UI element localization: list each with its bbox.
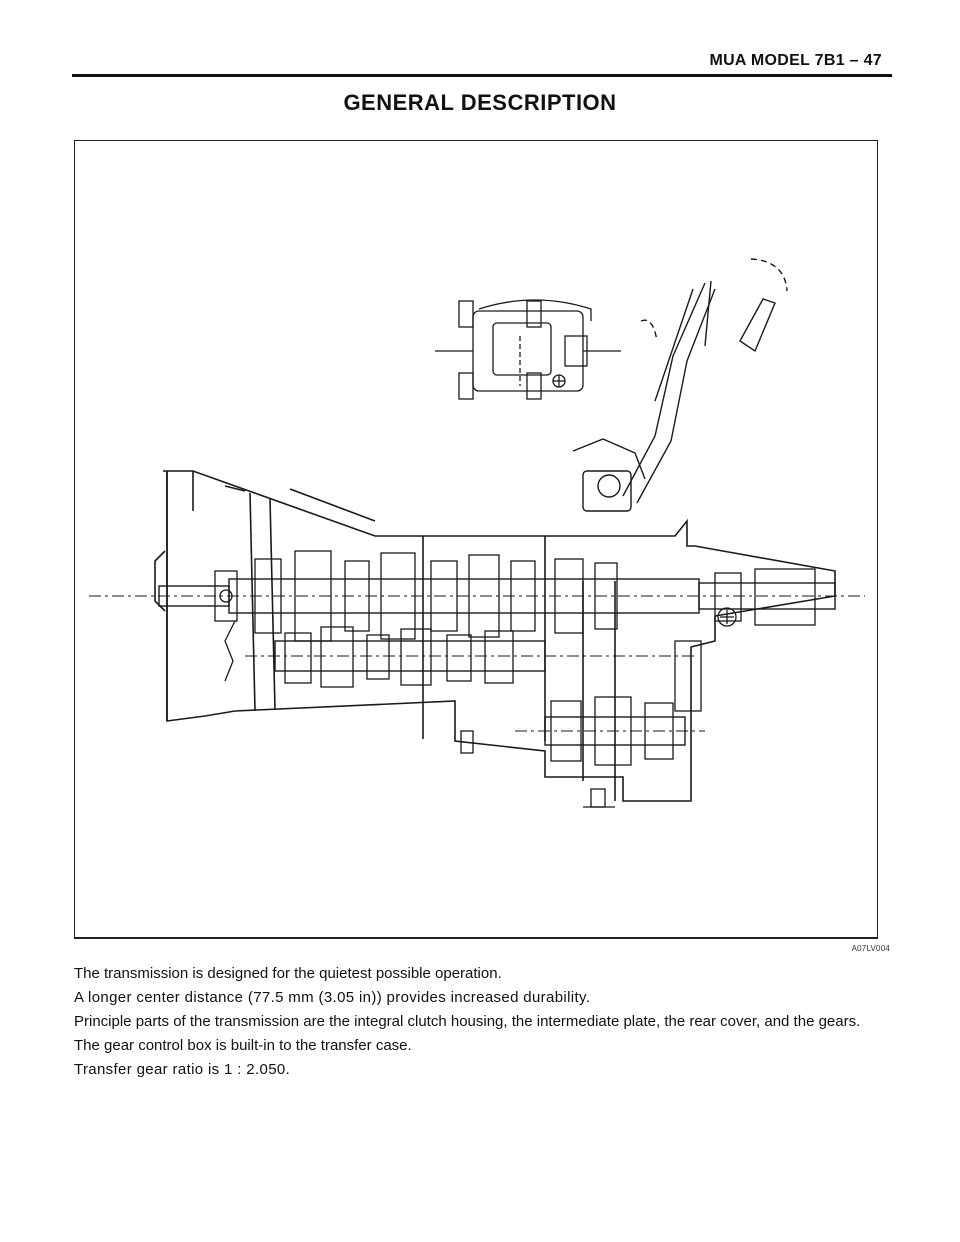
gear-control-box — [435, 299, 621, 400]
transfer-shaft — [515, 716, 705, 746]
transfer-gears — [550, 640, 702, 766]
transmission-case — [154, 470, 836, 802]
shift-lever — [572, 258, 788, 512]
figure-code: A07LV004 — [851, 944, 890, 953]
paragraph: The gear control box is built-in to the … — [74, 1037, 412, 1054]
running-header: MUA MODEL 7B1 – 47 — [709, 52, 882, 69]
paragraph: A longer center distance (77.5 mm (3.05 … — [74, 989, 591, 1006]
header-rule — [72, 74, 892, 77]
paragraph: The transmission is designed for the qui… — [74, 965, 502, 982]
transmission-cross-section-drawing — [89, 258, 865, 808]
counter-shaft-gears — [284, 626, 514, 688]
description-text: The transmission is designed for the qui… — [74, 964, 889, 1084]
paragraph: Principle parts of the transmission are … — [74, 1013, 861, 1030]
paragraph: Transfer gear ratio is 1 : 2.050. — [74, 1061, 291, 1078]
figure-frame — [74, 140, 878, 939]
input-bearing — [214, 570, 238, 682]
counter-shaft — [245, 640, 695, 672]
main-shaft-gears — [254, 550, 618, 642]
rear-output-flange — [714, 568, 816, 627]
main-shaft — [89, 578, 865, 614]
drain-plugs — [460, 730, 615, 808]
page-title: GENERAL DESCRIPTION — [343, 90, 617, 115]
